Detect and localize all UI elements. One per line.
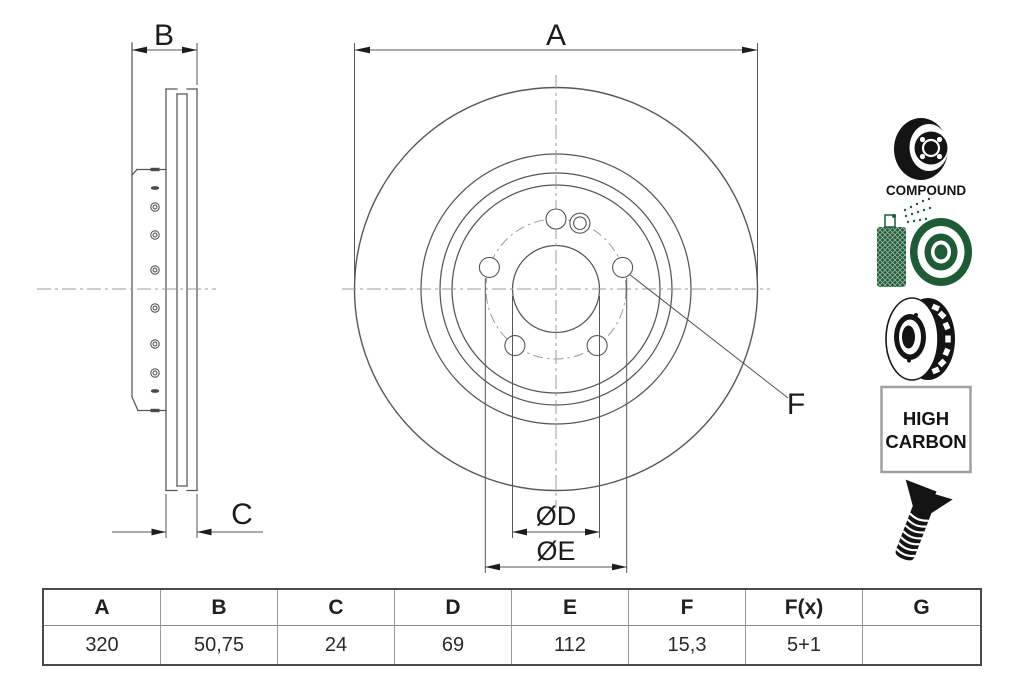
table-header-A: A — [44, 590, 161, 626]
table-value-C: 24 — [278, 626, 395, 664]
table-header-G: G — [863, 590, 980, 626]
dimension-B: B — [132, 19, 198, 85]
dimension-E: ØE — [484, 278, 628, 573]
dimension-spec-table: A B C D E F F(x) G 320 50,75 24 69 112 1… — [42, 588, 982, 666]
table-value-A: 320 — [44, 626, 161, 664]
high-carbon-line2: CARBON — [885, 431, 966, 452]
vent-slots — [931, 303, 951, 375]
table-value-B: 50,75 — [161, 626, 278, 664]
spray-mist — [903, 197, 932, 224]
dimension-A: A — [354, 19, 758, 287]
table-value-Fx: 5+1 — [746, 626, 863, 664]
table-value-E: 112 — [512, 626, 629, 664]
table-value-G — [863, 626, 980, 664]
compound-disc-icon — [894, 118, 949, 180]
dim-label-E: ØE — [536, 536, 575, 566]
dim-label-C: C — [231, 498, 253, 531]
table-header-C: C — [278, 590, 395, 626]
hat-mounting-holes — [150, 186, 160, 393]
dimension-D: ØD — [512, 296, 600, 538]
vented-disc-icon — [885, 297, 955, 381]
side-view — [37, 42, 216, 492]
table-header-D: D — [395, 590, 512, 626]
spray-coated-disc-icon — [877, 197, 972, 287]
high-carbon-badge: HIGH CARBON — [880, 385, 972, 474]
table-header-B: B — [161, 590, 278, 626]
table-header-Fx: F(x) — [746, 590, 863, 626]
wheel-bolt-holes — [478, 208, 634, 357]
dim-label-D: ØD — [536, 501, 577, 531]
dim-label-B: B — [154, 19, 174, 52]
dimension-F: F — [628, 273, 805, 421]
high-carbon-line1: HIGH — [903, 408, 949, 429]
dimension-C: C — [112, 494, 263, 538]
table-header-E: E — [512, 590, 629, 626]
table-value-F: 15,3 — [629, 626, 746, 664]
front-view — [342, 75, 770, 508]
table-value-D: 69 — [395, 626, 512, 664]
dim-label-A: A — [546, 19, 566, 52]
table-header-F: F — [629, 590, 746, 626]
compound-label: COMPOUND — [886, 183, 966, 198]
locating-pin-hole — [569, 212, 591, 234]
countersunk-screw-icon — [895, 479, 956, 561]
dim-label-F: F — [787, 388, 805, 421]
